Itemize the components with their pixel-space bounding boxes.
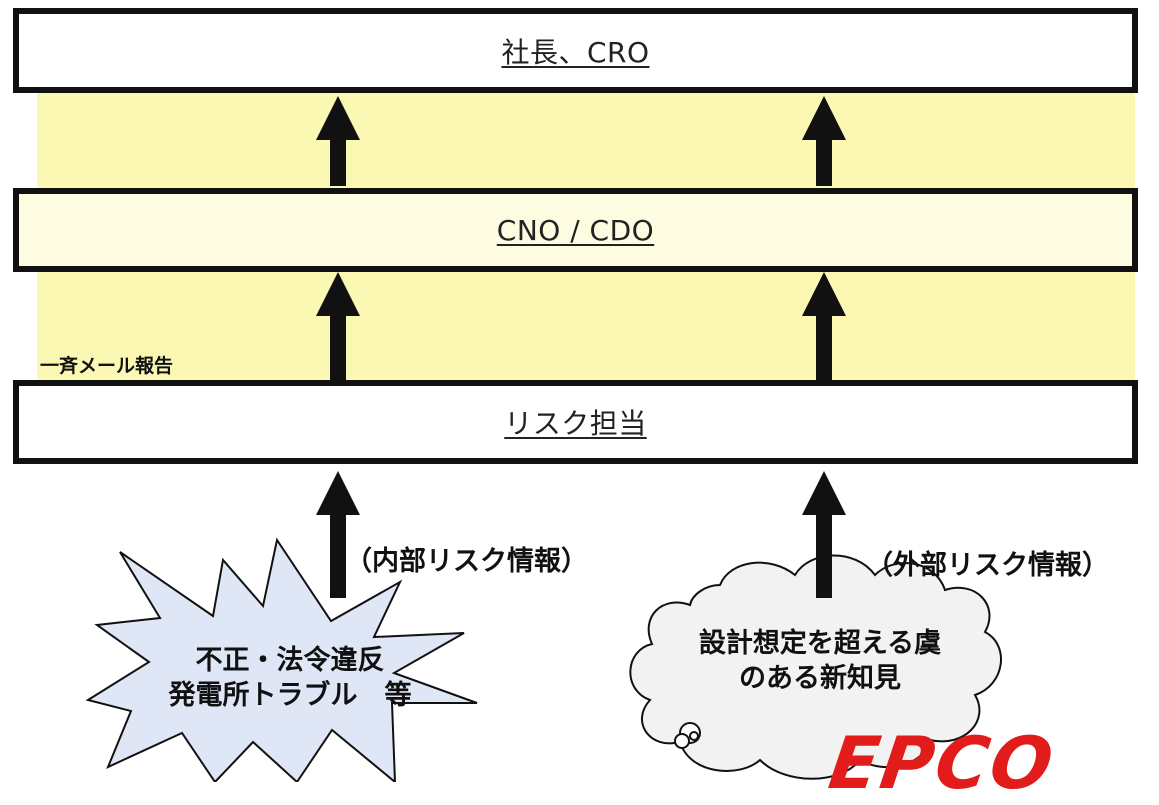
- arrow-up-right-middle: [802, 272, 846, 380]
- arrow-up-left-upper: [316, 96, 360, 186]
- internal-risk-text: 不正・法令違反 発電所トラブル 等: [160, 644, 420, 713]
- external-info-note: （外部リスク情報）: [866, 550, 1109, 581]
- cloud-bubble-small: [689, 731, 699, 741]
- company-logo: EPCO: [824, 721, 1060, 805]
- label-president-cro: 社長、CRO: [501, 35, 650, 69]
- band-lower: [37, 268, 1135, 383]
- cloud-bubble-medium: [674, 733, 690, 749]
- arrow-up-left-middle: [316, 272, 360, 380]
- cloud-tail-bubbles: [674, 722, 701, 749]
- diagram-shapes: [85, 96, 1002, 782]
- arrow-up-right-bottom: [802, 471, 846, 598]
- external-risk-line1: 設計想定を超える虞: [698, 628, 942, 659]
- arrow-up-left-bottom: [316, 471, 360, 598]
- external-risk-text: 設計想定を超える虞 のある新知見: [660, 627, 980, 696]
- internal-risk-burst: [85, 537, 478, 782]
- arrows-upper: [316, 96, 846, 186]
- label-cno-cdo: CNO / CDO: [496, 213, 655, 247]
- box-risk-officer: リスク担当: [13, 380, 1138, 464]
- band-upper: [37, 90, 1135, 192]
- label-risk-officer: リスク担当: [504, 407, 647, 440]
- internal-risk-line2: 発電所トラブル 等: [168, 679, 412, 711]
- arrows-middle: [316, 272, 846, 380]
- internal-risk-line1: 不正・法令違反: [195, 645, 385, 676]
- external-risk-line2: のある新知見: [739, 662, 901, 694]
- risk-reporting-diagram: 社長、CRO CNO / CDO リスク担当 一斉メール報告: [13, 8, 1138, 805]
- arrow-up-right-upper: [802, 96, 846, 186]
- box-cno-cdo: CNO / CDO: [13, 188, 1138, 272]
- box-president-cro: 社長、CRO: [13, 8, 1138, 93]
- broadcast-note: 一斉メール報告: [40, 355, 174, 377]
- internal-info-note: （内部リスク情報）: [345, 546, 588, 577]
- arrows-bottom: [316, 471, 846, 598]
